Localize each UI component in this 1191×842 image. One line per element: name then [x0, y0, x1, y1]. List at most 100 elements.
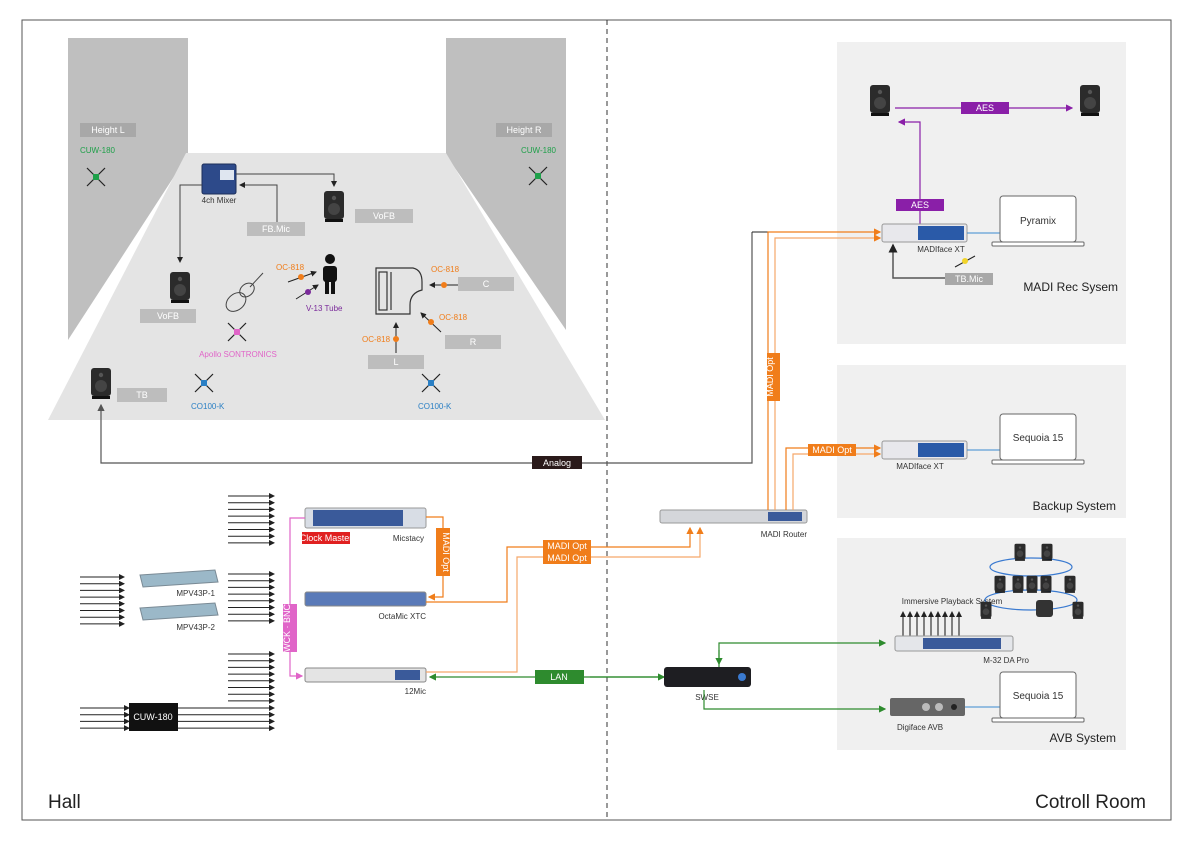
monitor-right-speaker-icon — [1080, 85, 1100, 116]
tb-speaker-icon — [91, 368, 111, 399]
digiface-label: Digiface AVB — [897, 723, 943, 732]
fb-mic-label: FB.Mic — [262, 224, 290, 234]
madi-12mic-cable — [426, 526, 704, 673]
vofb-left-label-box — [140, 309, 196, 323]
immersive-speaker-icon — [1026, 575, 1038, 593]
hall-area-label: Hall — [48, 792, 81, 813]
madi-opt-2-box — [543, 552, 591, 564]
madiface-rec-label: MADIface XT — [917, 245, 965, 254]
immersive-speaker-icon — [1072, 601, 1084, 619]
analog-label-box — [532, 456, 582, 469]
madi-router-label: MADI Router — [761, 530, 808, 539]
wck-label: WCK · BNC — [282, 604, 292, 652]
cuw-box-label: CUW-180 — [133, 712, 172, 722]
clock-master-label: Clock Master — [300, 533, 353, 543]
octamic-device — [304, 591, 427, 607]
oc818-l-label: OC-818 — [362, 335, 391, 344]
co100-left-label: CO100-K — [191, 402, 225, 411]
backup-title: Backup System — [1033, 499, 1116, 513]
immersive-output-arrows — [900, 611, 962, 636]
clock-master-badge — [302, 532, 350, 544]
octamic-label: OctaMic XTC — [378, 612, 426, 621]
avb-title: AVB System — [1050, 731, 1116, 745]
fb-mic-label-box — [247, 222, 305, 236]
vofb-top-label: VoFB — [373, 211, 395, 221]
height-right-label: Height R — [506, 125, 542, 135]
immersive-speaker-icon — [1064, 575, 1076, 593]
aes-top-box — [961, 102, 1009, 114]
tb-mic-box — [945, 273, 993, 285]
v13-label: V-13 Tube — [306, 304, 343, 313]
swse-device — [664, 667, 751, 687]
height-left-zone — [68, 38, 188, 340]
piano-l-label-box — [368, 355, 424, 369]
immersive-speaker-icon — [1014, 543, 1026, 561]
height-left-label-box — [80, 123, 136, 137]
analog-cable — [97, 232, 753, 464]
tb-label: TB — [136, 390, 148, 400]
immersive-speaker-icon — [980, 601, 992, 619]
madi-opt-2-label: MADI Opt — [547, 553, 587, 563]
piano-c-label: C — [483, 279, 490, 289]
immersive-label: Immersive Playback System — [902, 597, 1003, 606]
subwoofer-icon — [1036, 600, 1053, 617]
madi-opt-1-label: MADI Opt — [547, 541, 587, 551]
lan-digiface-cable — [703, 690, 887, 713]
input-arrows — [80, 493, 275, 732]
piano-r-label-box — [445, 335, 501, 349]
wck-cable — [289, 517, 305, 680]
oc818-c-label: OC-818 — [431, 265, 460, 274]
cuw-right-label: CUW-180 — [521, 146, 557, 155]
swse-label: SWSE — [695, 693, 719, 702]
aes-mid-label: AES — [911, 200, 929, 210]
madi-opt-vertical-box — [436, 528, 450, 576]
madi-opt-riser-box — [767, 353, 780, 401]
cuw-right-mic-icon — [528, 166, 548, 186]
lan-label: LAN — [550, 672, 568, 682]
tb-mic-icon — [962, 258, 968, 264]
co100-right-label: CO100-K — [418, 402, 452, 411]
height-right-zone — [446, 38, 566, 330]
madi-rec-title: MADI Rec Sysem — [1023, 280, 1118, 294]
violin-icon — [225, 272, 264, 312]
piano-l-label: L — [393, 357, 398, 367]
piano-c-label-box — [458, 277, 514, 291]
piano-icon — [375, 267, 423, 315]
tb-mic-label: TB.Mic — [955, 274, 983, 284]
piano-r-label: R — [470, 337, 477, 347]
lan-label-box — [535, 670, 584, 684]
outer-frame — [21, 19, 1172, 821]
wck-label-box — [283, 604, 297, 652]
monitor-left-speaker-icon — [870, 85, 890, 116]
immersive-speaker-icon — [994, 575, 1006, 593]
vofb-left-label: VoFB — [157, 311, 179, 321]
singer-icon — [323, 254, 337, 294]
height-left-label: Height L — [91, 125, 125, 135]
mpv2-label: MPV43P-2 — [176, 623, 215, 632]
madi-opt-backup-label: MADI Opt — [812, 445, 852, 455]
vofb-top-label-box — [355, 209, 413, 223]
oc818-r-label: OC-818 — [439, 313, 468, 322]
sequoia-avb-label: Sequoia 15 — [1013, 691, 1064, 702]
height-right-label-box — [496, 123, 552, 137]
control-room-area-label: Cotroll Room — [1035, 792, 1146, 813]
immersive-speaker-icon — [1040, 575, 1052, 593]
aes-top-label: AES — [976, 103, 994, 113]
analog-label: Analog — [543, 458, 571, 468]
cuw-receiver-box — [129, 703, 178, 731]
madiface-backup-label: MADIface XT — [896, 462, 944, 471]
mpv1-label: MPV43P-1 — [176, 589, 215, 598]
tb-label-box — [117, 388, 167, 402]
oc818-vocal-label: OC-818 — [276, 263, 305, 272]
madi-opt-backup-box — [808, 444, 856, 456]
sequoia-backup-label: Sequoia 15 — [1013, 433, 1064, 444]
apollo-label: Apollo SONTRONICS — [199, 350, 277, 359]
pyramix-label: Pyramix — [1020, 216, 1056, 227]
madi-opt-vertical-label: MADI Opt — [441, 532, 451, 572]
cuw-left-mic-icon — [86, 167, 106, 187]
apollo-mic-icon — [227, 322, 247, 342]
madi-opt-1-box — [543, 540, 591, 552]
vofb-left-speaker-icon — [170, 272, 190, 303]
cuw-left-label: CUW-180 — [80, 146, 116, 155]
